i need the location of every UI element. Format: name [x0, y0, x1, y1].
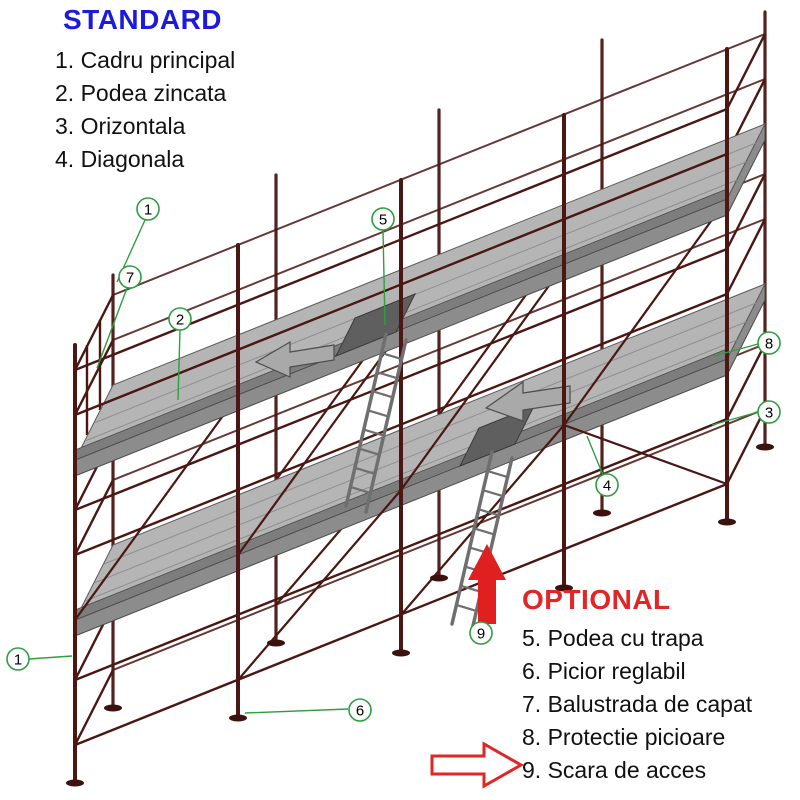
standard-item: 1. Cadru principal	[55, 47, 236, 73]
base-foot	[267, 639, 285, 647]
base-foot	[430, 574, 448, 582]
optional-item: 9. Scara de acces	[522, 757, 707, 783]
front-diagonals	[74, 198, 728, 681]
base-foot	[756, 443, 774, 451]
base-foot	[229, 714, 247, 722]
callout-5: 5	[371, 207, 395, 326]
svg-text:1: 1	[14, 652, 22, 669]
callout-4: 4	[586, 435, 619, 497]
trapdoor-opening	[334, 293, 417, 357]
red-right-arrow-icon	[430, 741, 525, 789]
base-foot	[104, 704, 122, 712]
callout-1-left: 1	[6, 647, 73, 671]
svg-text:8: 8	[765, 336, 773, 353]
base-foot	[718, 518, 736, 526]
callout-7: 7	[96, 265, 142, 369]
base-foot	[555, 584, 573, 592]
trapdoor-lid	[484, 380, 571, 422]
base-foot	[66, 779, 84, 787]
optional-item: 8. Protectie picioare	[522, 724, 726, 750]
svg-text:7: 7	[126, 270, 134, 287]
callout-9: 9	[469, 621, 493, 645]
trapdoor-lid	[254, 340, 335, 378]
end-frame-left	[73, 294, 115, 746]
svg-text:1: 1	[144, 202, 152, 219]
optional-heading: OPTIONAL	[522, 584, 671, 615]
base-jacks	[66, 443, 774, 787]
svg-text:2: 2	[176, 312, 184, 329]
standard-legend: STANDARD 1. Cadru principal 2. Podea zin…	[55, 4, 235, 176]
callout-2: 2	[168, 307, 192, 401]
callouts: 1 7 2 5 8 3 4	[6, 197, 781, 722]
standard-item: 4. Diagonala	[55, 146, 185, 172]
svg-text:3: 3	[765, 405, 773, 422]
callout-6: 6	[244, 698, 372, 722]
red-up-arrow-icon	[468, 544, 506, 624]
optional-legend: OPTIONAL 5. Podea cu trapa 6. Picior reg…	[522, 584, 752, 787]
base-foot	[392, 649, 410, 657]
access-ladder-upper	[344, 332, 408, 514]
svg-text:4: 4	[603, 478, 611, 495]
svg-text:9: 9	[477, 626, 485, 643]
callout-3: 3	[711, 400, 781, 426]
standard-item: 3. Orizontala	[55, 113, 186, 139]
optional-item: 6. Picior reglabil	[522, 658, 686, 684]
back-posts	[111, 10, 767, 707]
front-posts	[73, 47, 729, 782]
optional-item: 5. Podea cu trapa	[522, 625, 704, 651]
base-foot	[593, 509, 611, 517]
svg-text:5: 5	[379, 212, 387, 229]
standard-item: 2. Podea zincata	[55, 80, 227, 106]
optional-item: 7. Balustrada de capat	[522, 691, 753, 717]
standard-heading: STANDARD	[63, 4, 223, 35]
svg-text:6: 6	[356, 703, 364, 720]
callout-8: 8	[713, 331, 781, 357]
